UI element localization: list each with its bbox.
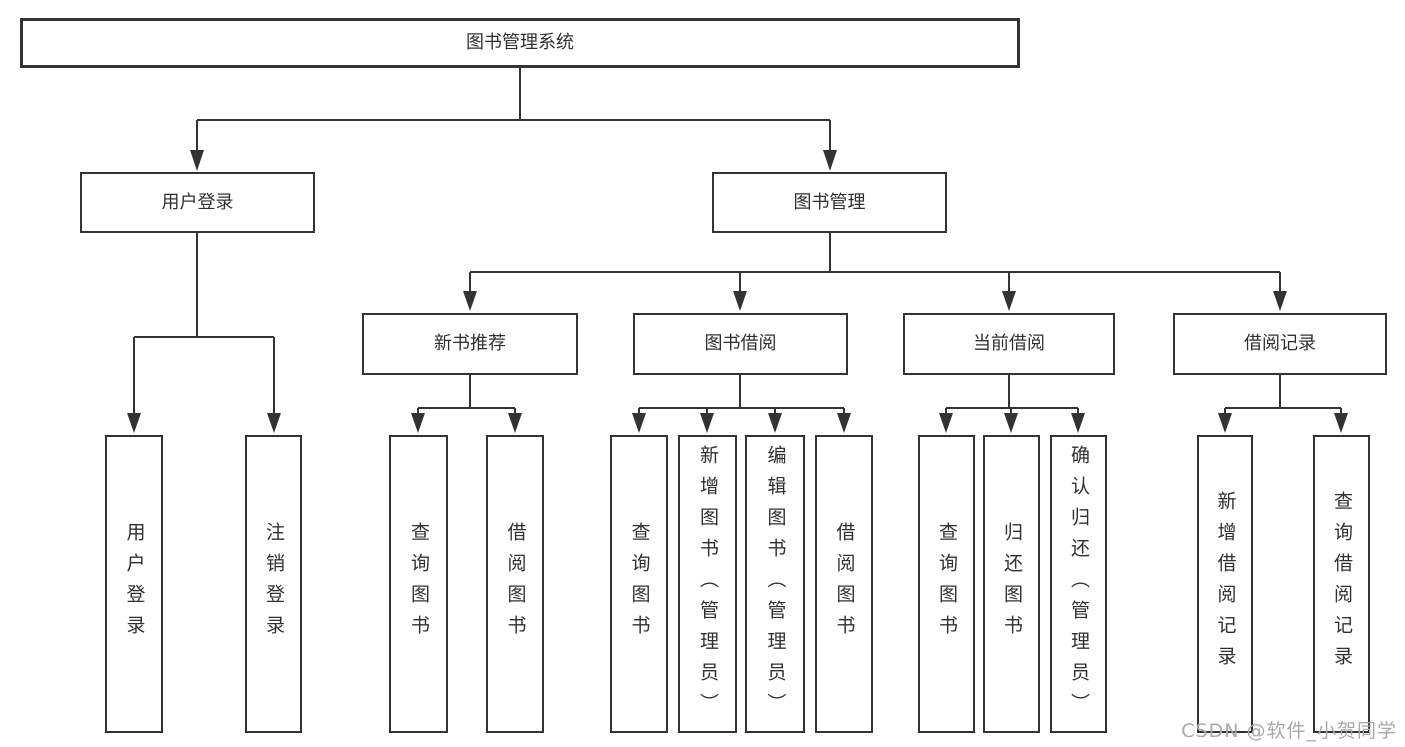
leaf-query-books-current: 查询图书 [918, 435, 975, 733]
node-new-book-recommend: 新书推荐 [362, 313, 578, 375]
leaf-query-borrow-record: 查询借阅记录 [1313, 435, 1370, 733]
leaf-add-borrow-record: 新增借阅记录 [1197, 435, 1253, 733]
leaf-confirm-return-admin: 确认归还（管理员） [1050, 435, 1107, 733]
leaf-query-books-recommend: 查询图书 [389, 435, 448, 733]
leaf-user-login: 用户登录 [105, 435, 163, 733]
leaf-return-books: 归还图书 [983, 435, 1040, 733]
node-user-login-branch: 用户登录 [80, 172, 315, 233]
node-book-management-system: 图书管理系统 [20, 18, 1020, 68]
leaf-logout: 注销登录 [245, 435, 302, 733]
leaf-query-books-borrowing: 查询图书 [610, 435, 668, 733]
node-borrowing-records: 借阅记录 [1173, 313, 1387, 375]
node-book-management-branch: 图书管理 [712, 172, 947, 233]
leaf-borrow-books: 借阅图书 [815, 435, 873, 733]
csdn-watermark: CSDN @软件_小贺同学 [1181, 720, 1397, 742]
leaf-edit-books-admin: 编辑图书（管理员） [745, 435, 805, 733]
leaf-borrow-books-recommend: 借阅图书 [486, 435, 544, 733]
node-book-borrowing: 图书借阅 [633, 313, 848, 375]
leaf-add-books-admin: 新增图书（管理员） [678, 435, 737, 733]
node-current-borrowing: 当前借阅 [903, 313, 1115, 375]
